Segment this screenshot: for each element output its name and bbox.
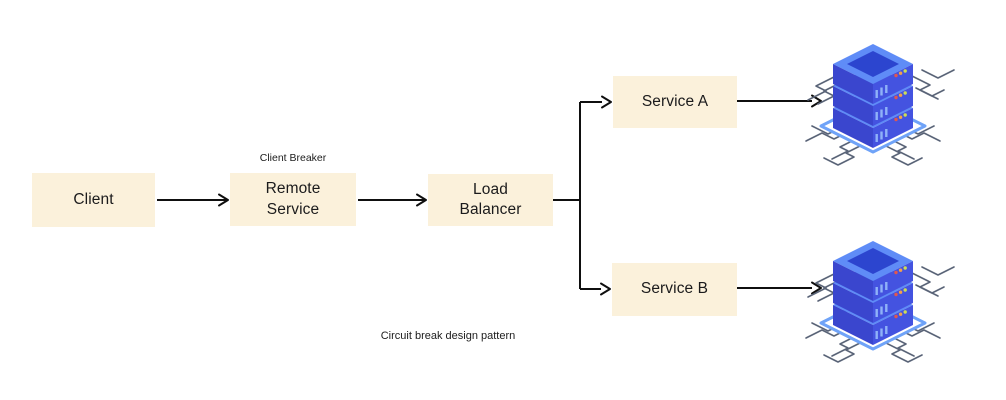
node-client: Client [32, 173, 155, 227]
arrowhead-service-b [600, 282, 611, 296]
node-load-balancer: Load Balancer [428, 174, 553, 226]
node-client-label: Client [73, 190, 114, 208]
diagram-caption: Circuit break design pattern [380, 330, 516, 342]
node-service-b: Service B [612, 263, 737, 316]
node-service-a: Service A [613, 76, 737, 128]
node-load-balancer-label: Load Balancer [459, 180, 522, 218]
client-breaker-annotation: Client Breaker [259, 152, 327, 164]
node-remote-service-label: Remote Service [265, 180, 321, 218]
server-icon [800, 227, 960, 367]
arrowhead-remote-loadbalancer [416, 193, 427, 207]
node-service-b-label: Service B [640, 280, 709, 298]
connector-loadbalancer-fork [553, 102, 581, 289]
node-service-a-label: Service A [641, 92, 709, 110]
arrowhead-client-remote [218, 193, 229, 207]
arrowhead-service-a [601, 95, 612, 109]
server-icon [800, 30, 960, 170]
node-remote-service: Remote Service [230, 173, 356, 226]
